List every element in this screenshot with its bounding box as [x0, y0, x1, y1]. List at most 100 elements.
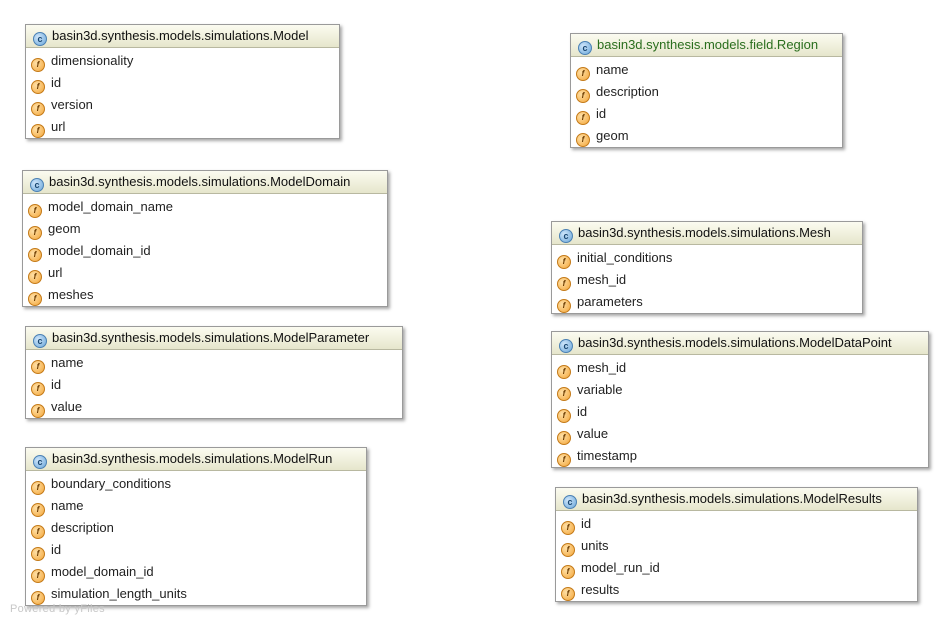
field-icon: f: [28, 204, 42, 218]
field-icon: f: [31, 382, 45, 396]
field-row[interactable]: f timestamp: [552, 445, 928, 467]
class-icon: c: [33, 32, 47, 46]
field-name: id: [581, 516, 592, 531]
field-icon: f: [31, 547, 45, 561]
field-name: meshes: [48, 287, 94, 302]
field-name: id: [51, 542, 62, 557]
field-icon: f: [561, 587, 575, 601]
class-box-model[interactable]: c basin3d.synthesis.models.simulations.Mo…: [25, 24, 340, 139]
class-box-modelresults[interactable]: c basin3d.synthesis.models.simulations.Mo…: [555, 487, 918, 602]
field-icon: f: [557, 453, 571, 467]
field-name: results: [581, 582, 620, 597]
field-name: parameters: [577, 294, 643, 309]
field-icon: f: [557, 387, 571, 401]
field-name: id: [577, 404, 588, 419]
field-name: name: [596, 62, 629, 77]
field-icon: f: [31, 481, 45, 495]
field-row[interactable]: f results: [556, 579, 917, 601]
field-icon: f: [28, 248, 42, 262]
field-icon: f: [576, 67, 590, 81]
field-name: description: [596, 84, 659, 99]
class-icon: c: [559, 229, 573, 243]
class-header[interactable]: c basin3d.synthesis.models.simulations.Mo…: [556, 488, 917, 511]
field-name: id: [596, 106, 607, 121]
field-name: version: [51, 97, 93, 112]
field-icon: f: [31, 80, 45, 94]
class-icon: c: [33, 455, 47, 469]
field-name: simulation_length_units: [51, 586, 187, 601]
field-icon: f: [31, 124, 45, 138]
field-row[interactable]: f version: [26, 94, 339, 116]
class-title: basin3d.synthesis.models.simulations.Mod…: [52, 451, 333, 466]
field-icon: f: [561, 521, 575, 535]
watermark: Powered by yFiles: [10, 603, 105, 615]
field-icon: f: [557, 365, 571, 379]
field-name: model_domain_id: [48, 243, 151, 258]
class-header[interactable]: c basin3d.synthesis.models.field.Region: [571, 34, 842, 57]
field-name: dimensionality: [51, 53, 134, 68]
field-icon: f: [557, 277, 571, 291]
field-name: geom: [596, 128, 629, 143]
field-name: timestamp: [577, 448, 637, 463]
field-row[interactable]: f model_domain_id: [23, 240, 387, 262]
field-row[interactable]: f initial_conditions: [552, 247, 862, 269]
class-title: basin3d.synthesis.models.simulations.Mod…: [582, 491, 882, 506]
class-title: basin3d.synthesis.models.simulations.Mod…: [578, 335, 892, 350]
field-icon: f: [31, 102, 45, 116]
class-title: basin3d.synthesis.models.simulations.Mod…: [52, 28, 309, 43]
class-box-modelrun[interactable]: c basin3d.synthesis.models.simulations.Mo…: [25, 447, 367, 606]
field-icon: f: [557, 255, 571, 269]
class-header[interactable]: c basin3d.synthesis.models.simulations.Mo…: [26, 448, 366, 471]
field-icon: f: [561, 543, 575, 557]
class-icon: c: [30, 178, 44, 192]
field-icon: f: [576, 111, 590, 125]
field-name: value: [51, 399, 83, 414]
field-name: url: [48, 265, 63, 280]
class-icon: c: [578, 41, 592, 55]
class-title: basin3d.synthesis.models.field.Region: [597, 37, 819, 52]
class-title: basin3d.synthesis.models.simulations.Mod…: [52, 330, 370, 345]
class-header[interactable]: c basin3d.synthesis.models.simulations.Mo…: [26, 25, 339, 48]
field-name: initial_conditions: [577, 250, 673, 265]
field-icon: f: [31, 569, 45, 583]
class-icon: c: [563, 495, 577, 509]
